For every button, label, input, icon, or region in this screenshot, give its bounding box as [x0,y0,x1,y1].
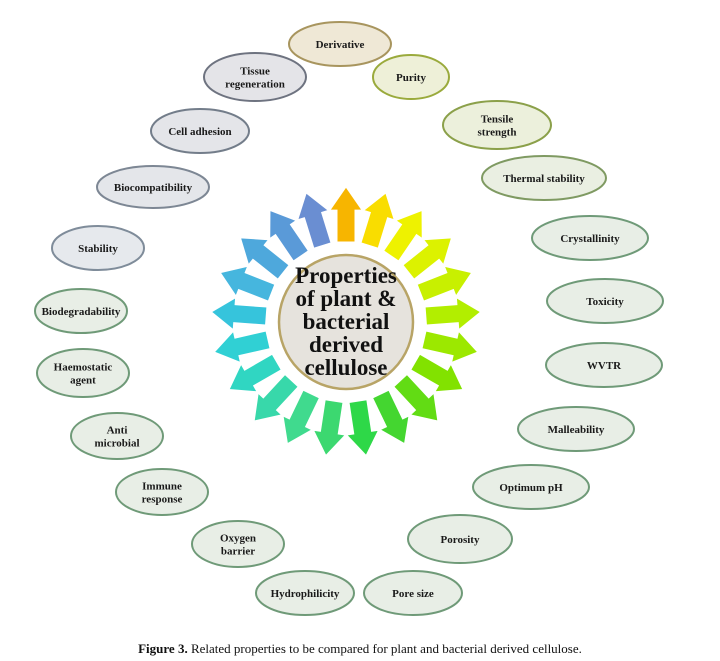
property-label: Optimum pH [499,482,563,494]
arrow-5 [416,265,473,302]
arrow-9 [393,373,439,422]
property-node: WVTR [545,342,663,388]
property-label: Biocompatibility [114,182,193,194]
property-label: Crystallinity [560,233,620,245]
property-ellipse [115,468,209,516]
property-label: Thermal stability [503,173,585,185]
property-label: Porosity [441,534,480,546]
property-label: Biodegradability [42,306,121,318]
property-label: Derivative [316,39,365,51]
center-line-3: bacterial [303,309,390,334]
arrow-7 [421,330,479,364]
property-node: Malleability [517,406,635,452]
arrow-1 [329,186,363,243]
center-line-5: cellulose [304,355,387,380]
arrow-11 [345,399,380,457]
property-node: Crystallinity [531,215,649,261]
property-ellipse [34,288,128,334]
property-node: Hydrophilicity [255,570,355,616]
property-label: Stability [78,243,118,255]
arrow-6 [424,296,482,331]
property-ellipse [288,21,392,67]
arrow-17 [210,296,268,331]
arrow-4 [402,237,453,280]
property-node: Toxicity [546,278,664,324]
property-node: Porosity [407,514,513,564]
property-node: Optimum pH [472,464,590,510]
property-node: Biodegradability [34,288,128,334]
property-node: Purity [372,54,450,100]
property-ellipse [363,570,463,616]
arrow-3 [382,209,423,262]
property-ellipse [36,348,130,398]
property-node: Derivative [288,21,392,67]
property-node: Thermal stability [481,155,607,201]
property-ellipse [203,52,307,102]
caption-text: Related properties to be compared for pl… [187,641,582,656]
arrow-ring [210,186,482,457]
arrow-15 [228,353,282,393]
property-ellipse [51,225,145,271]
center-line-4: derived [309,332,383,357]
figure-caption: Figure 3. Related properties to be compa… [0,641,720,657]
arrow-14 [253,373,299,422]
center-line-1: Properties [295,263,397,288]
center-line-2: of plant & [296,286,397,311]
property-ellipse [407,514,513,564]
property-ellipse [546,278,664,324]
arrow-12 [312,399,347,457]
property-label: WVTR [587,360,622,372]
caption-label: Figure 3. [138,641,188,656]
property-label: Malleability [548,424,605,436]
arrow-10 [371,389,410,445]
property-ellipse [481,155,607,201]
property-ellipse [517,406,635,452]
property-node: Cell adhesion [150,108,250,154]
property-label: Purity [396,72,426,84]
arrow-18 [219,265,276,302]
property-ellipse [372,54,450,100]
property-label: Hydrophilicity [271,588,340,600]
arrow-13 [282,389,321,445]
center-node: Properties of plant & bacterial derived … [277,253,415,391]
arrow-21 [296,192,332,249]
property-ellipse [472,464,590,510]
property-label: Cell adhesion [168,126,231,138]
property-label: Toxicity [586,296,624,308]
arrow-20 [269,209,310,262]
property-node: Pore size [363,570,463,616]
property-ellipse [531,215,649,261]
center-circle [277,253,415,391]
arrow-2 [360,192,396,249]
property-ellipse [442,100,552,150]
property-ellipse [255,570,355,616]
arrow-8 [410,353,464,393]
arrow-19 [239,237,290,280]
property-ellipse [545,342,663,388]
property-node: Stability [51,225,145,271]
property-ellipse [96,165,210,209]
property-ellipse [150,108,250,154]
property-label: Pore size [392,588,434,600]
property-ellipse [70,412,164,460]
property-ellipse [191,520,285,568]
arrow-16 [213,330,271,364]
property-node: Biocompatibility [96,165,210,209]
